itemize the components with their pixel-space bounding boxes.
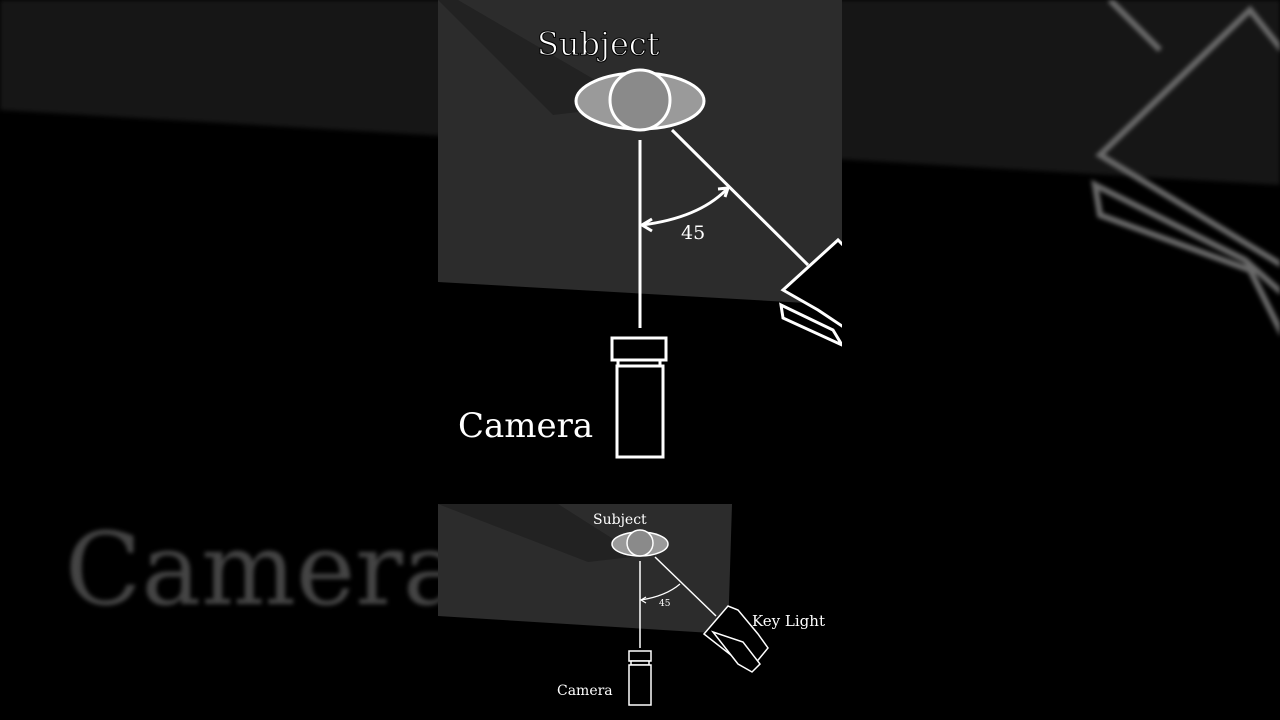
mini-key-light-axis-line (654, 556, 717, 617)
camera-icon (610, 336, 668, 459)
angle-label: 45 (681, 222, 705, 244)
mini-backdrop-shadow (438, 504, 640, 562)
subject-label: Subject (537, 25, 660, 63)
subject-icon (574, 68, 706, 132)
mini-camera-icon (628, 650, 652, 706)
mini-subject-label: Subject (593, 512, 647, 528)
key-light-axis-line (670, 128, 810, 267)
angle-arc-icon (639, 186, 731, 233)
main-lighting-diagram: Subject 45 Camera (438, 0, 842, 470)
background-camera-label: Camera (65, 511, 463, 628)
mini-key-light-label: Key Light (752, 612, 825, 630)
background-key-light-icon (1091, 0, 1280, 337)
mini-lighting-diagram: Subject 45 Camera Key Light (438, 504, 842, 720)
mini-angle-label: 45 (659, 599, 671, 609)
mini-key-light-icon (702, 605, 769, 673)
key-light-icon (779, 237, 842, 347)
mini-angle-arc-icon (639, 583, 681, 604)
mini-camera-label: Camera (557, 683, 613, 699)
camera-label: Camera (458, 406, 593, 446)
mini-subject-icon (611, 529, 669, 557)
